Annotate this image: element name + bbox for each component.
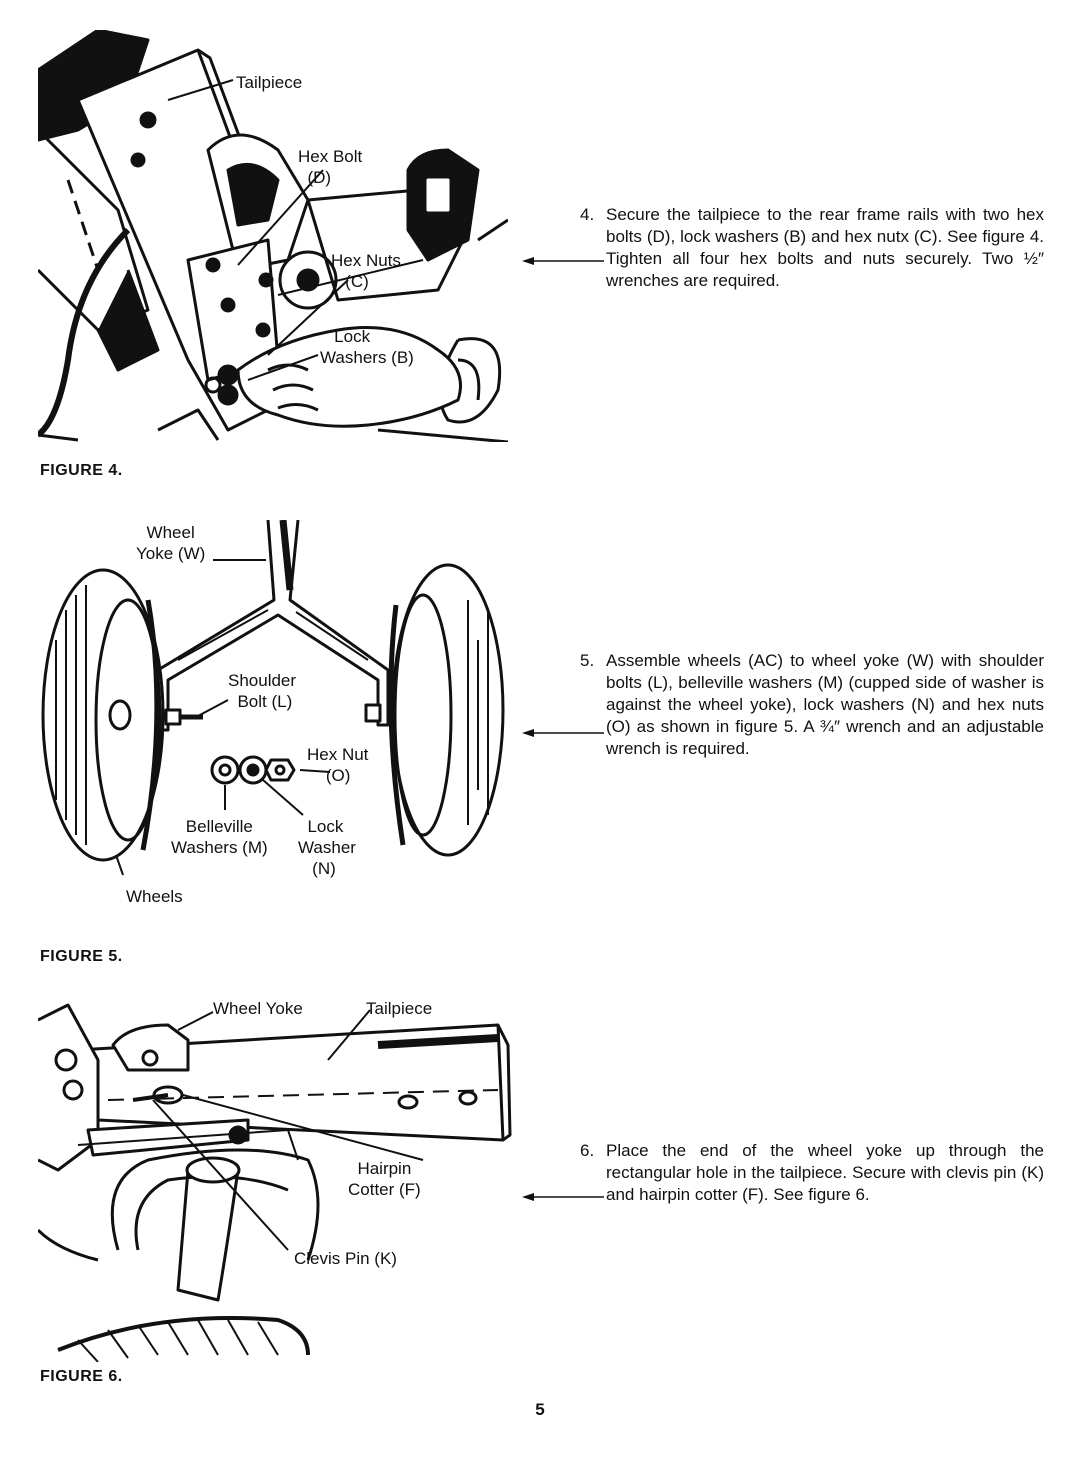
- figure-6-caption: FIGURE 6.: [40, 1368, 123, 1385]
- label-clevis-pin: Clevis Pin (K): [294, 1249, 397, 1268]
- wheel-yoke-assembly-drawing: [41, 520, 505, 876]
- label-lock-washer: Lock Washer (N): [298, 817, 356, 878]
- label-hex-nuts: Hex Nuts (C): [331, 251, 401, 291]
- tailpiece-clevis-pin-drawing: [38, 1003, 512, 1362]
- label-wheel-yoke-fig6: Wheel Yoke: [213, 999, 303, 1018]
- label-hairpin-cotter: Hairpin Cotter (F): [348, 1159, 421, 1199]
- step-5-arrow: [522, 726, 604, 745]
- step-4-number: 4.: [580, 205, 595, 224]
- tailpiece-assembly-drawing: [38, 30, 508, 442]
- label-hex-bolt: Hex Bolt (D): [298, 147, 363, 187]
- step-4-text: Secure the tailpiece to the rear frame r…: [606, 205, 1044, 290]
- step-6-arrow: [522, 1190, 604, 1209]
- label-lock-washers: Lock Washers (B): [320, 327, 414, 367]
- step-4: 4. Secure the tailpiece to the rear fram…: [580, 204, 1045, 296]
- label-belleville-washers: Belleville Washers (M): [171, 817, 268, 857]
- figure-5-illustration: [38, 520, 508, 895]
- left-arrow-icon: [522, 1193, 604, 1201]
- label-tailpiece: Tailpiece: [236, 73, 303, 92]
- page-number: 5: [535, 1400, 545, 1419]
- label-tailpiece-fig6: Tailpiece: [366, 999, 433, 1018]
- figure-6-illustration: [38, 1000, 518, 1362]
- label-shoulder-bolt: Shoulder Bolt (L): [228, 671, 297, 711]
- label-wheel-yoke: Wheel Yoke (W): [136, 523, 206, 563]
- step-4-arrow: [522, 254, 604, 273]
- left-arrow-icon: [522, 257, 604, 265]
- figure-4-illustration: [38, 30, 508, 442]
- step-5-text: Assemble wheels (AC) to wheel yoke (W) w…: [606, 651, 1044, 758]
- step-6-number: 6.: [580, 1141, 595, 1160]
- left-arrow-icon: [522, 729, 604, 737]
- label-hex-nut: Hex Nut (O): [307, 745, 369, 785]
- figure-4-caption: FIGURE 4.: [40, 462, 123, 479]
- step-6: 6. Place the end of the wheel yoke up th…: [580, 1140, 1045, 1210]
- step-5: 5. Assemble wheels (AC) to wheel yoke (W…: [580, 650, 1045, 790]
- label-wheels: Wheels: [126, 887, 183, 906]
- figure-5-caption: FIGURE 5.: [40, 948, 123, 965]
- step-5-number: 5.: [580, 651, 595, 670]
- step-6-text: Place the end of the wheel yoke up throu…: [606, 1141, 1044, 1204]
